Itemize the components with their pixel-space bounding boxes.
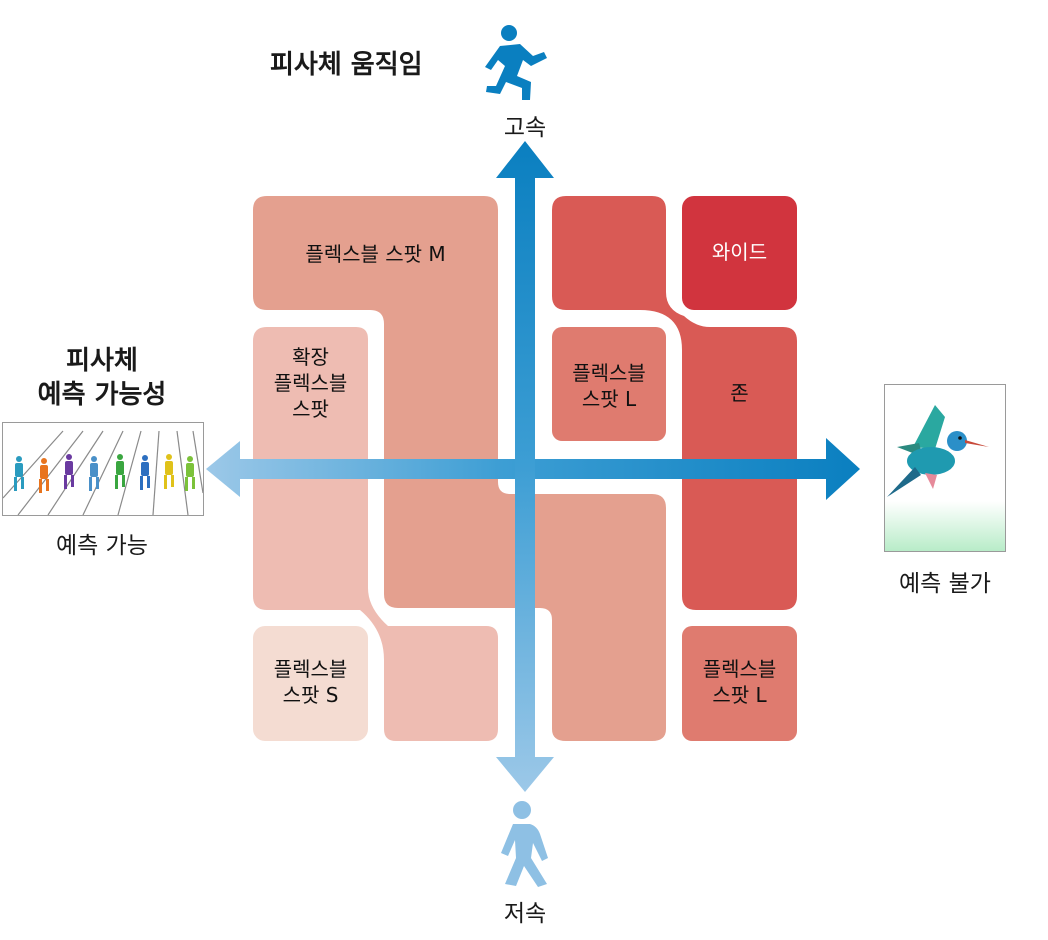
flex-spot-l-center-label: 플렉스블 스팟 L [572,361,646,411]
sprinter-figures [14,454,195,493]
low-speed-label: 저속 [503,901,547,927]
zone-expand-flex-spot [253,327,498,741]
sprinters-photo [2,422,204,516]
subject-motion-title: 피사체 움직임 [270,50,423,80]
flex-spot-s-label: 플렉스블 스팟 S [273,657,348,707]
zone-flex-spot-l-right [682,626,797,741]
predictable-label: 예측 가능 [56,533,148,559]
subject-predictability-title-line1: 피사체 [66,346,138,376]
zone-flex-spot-s [253,626,368,741]
zone-label: 존 [730,381,749,405]
walking-person-icon [501,801,548,887]
hummingbird-icon [887,405,989,497]
flex-spot-l-right-label: 플렉스블 스팟 L [702,657,777,707]
wide-label: 와이드 [711,240,768,264]
hummingbird-photo [884,384,1006,552]
motion-axis-arrow [496,141,554,792]
zone-flex-spot-l-center [552,327,666,441]
expand-flex-spot-label: 확장 플렉스블 스팟 [273,345,348,421]
high-speed-label: 고속 [503,115,547,141]
flex-spot-m-label: 플렉스블 스팟 M [305,242,446,266]
subject-predictability-title-line2: 예측 가능성 [37,380,167,410]
running-person-icon [485,25,547,100]
zone-wide [682,196,797,310]
zone-zone [552,196,797,610]
unpredictable-label: 예측 불가 [899,571,991,597]
